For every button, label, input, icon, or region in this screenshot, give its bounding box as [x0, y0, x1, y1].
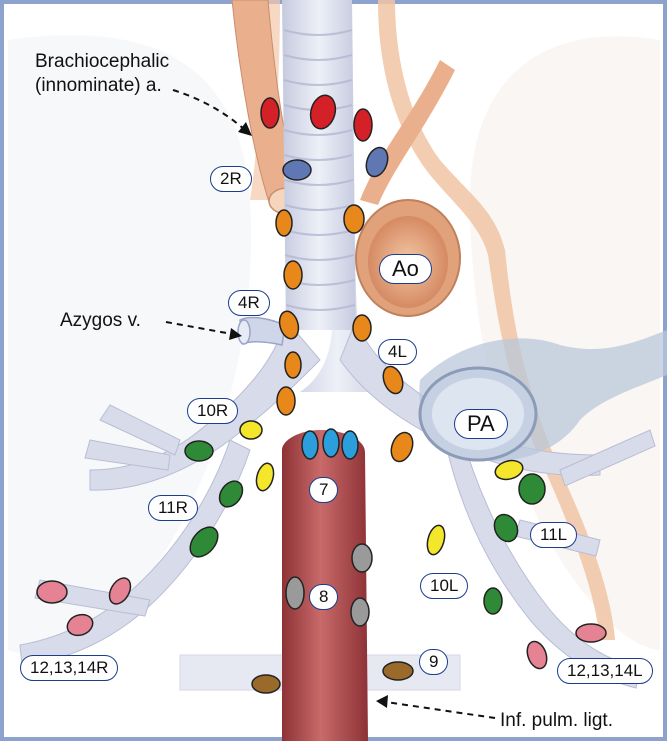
inf-pulm-ligt-label: Inf. pulm. ligt.	[500, 710, 613, 732]
azygos-vein	[238, 318, 285, 345]
station-12-13-14L-label: 12,13,14L	[557, 658, 653, 684]
station-11L-label: 11L	[530, 522, 577, 548]
node-cyan	[342, 431, 358, 459]
station-8-label: 8	[309, 584, 338, 610]
station-12-13-14R-label: 12,13,14R	[20, 655, 118, 681]
node-brown	[252, 675, 280, 693]
node-gray	[286, 577, 304, 609]
node-cyan	[323, 429, 339, 457]
node-pink	[37, 581, 67, 603]
node-cyan	[302, 431, 318, 459]
node-orange	[285, 352, 301, 378]
brachiocephalic-label-line1: Brachiocephalic	[35, 51, 169, 73]
node-blue	[283, 160, 311, 180]
node-gray	[352, 544, 372, 572]
station-9-label: 9	[419, 649, 448, 675]
node-yellow	[240, 421, 262, 439]
station-4L-label: 4L	[378, 339, 417, 365]
node-green	[519, 474, 545, 504]
station-7-label: 7	[309, 477, 338, 503]
station-4R-label: 4R	[228, 290, 270, 316]
node-gray	[351, 598, 369, 626]
node-orange	[344, 205, 364, 233]
station-10R-label: 10R	[187, 398, 238, 424]
station-11R-label: 11R	[148, 495, 198, 521]
station-10L-label: 10L	[420, 573, 468, 599]
station-2R-label: 2R	[210, 166, 252, 192]
node-orange	[276, 210, 292, 236]
aorta-label: Ao	[379, 254, 432, 284]
node-orange	[353, 315, 371, 341]
node-pink	[576, 624, 606, 642]
node-brown	[383, 662, 413, 680]
brachiocephalic-label-line2: (innominate) a.	[35, 75, 162, 97]
node-green	[484, 588, 502, 614]
node-red	[261, 98, 279, 128]
node-red	[354, 109, 372, 141]
azygos-label: Azygos v.	[60, 310, 141, 332]
node-orange	[284, 261, 302, 289]
node-green	[185, 441, 213, 461]
node-orange	[277, 387, 295, 415]
pulmonary-artery-label: PA	[454, 409, 508, 439]
